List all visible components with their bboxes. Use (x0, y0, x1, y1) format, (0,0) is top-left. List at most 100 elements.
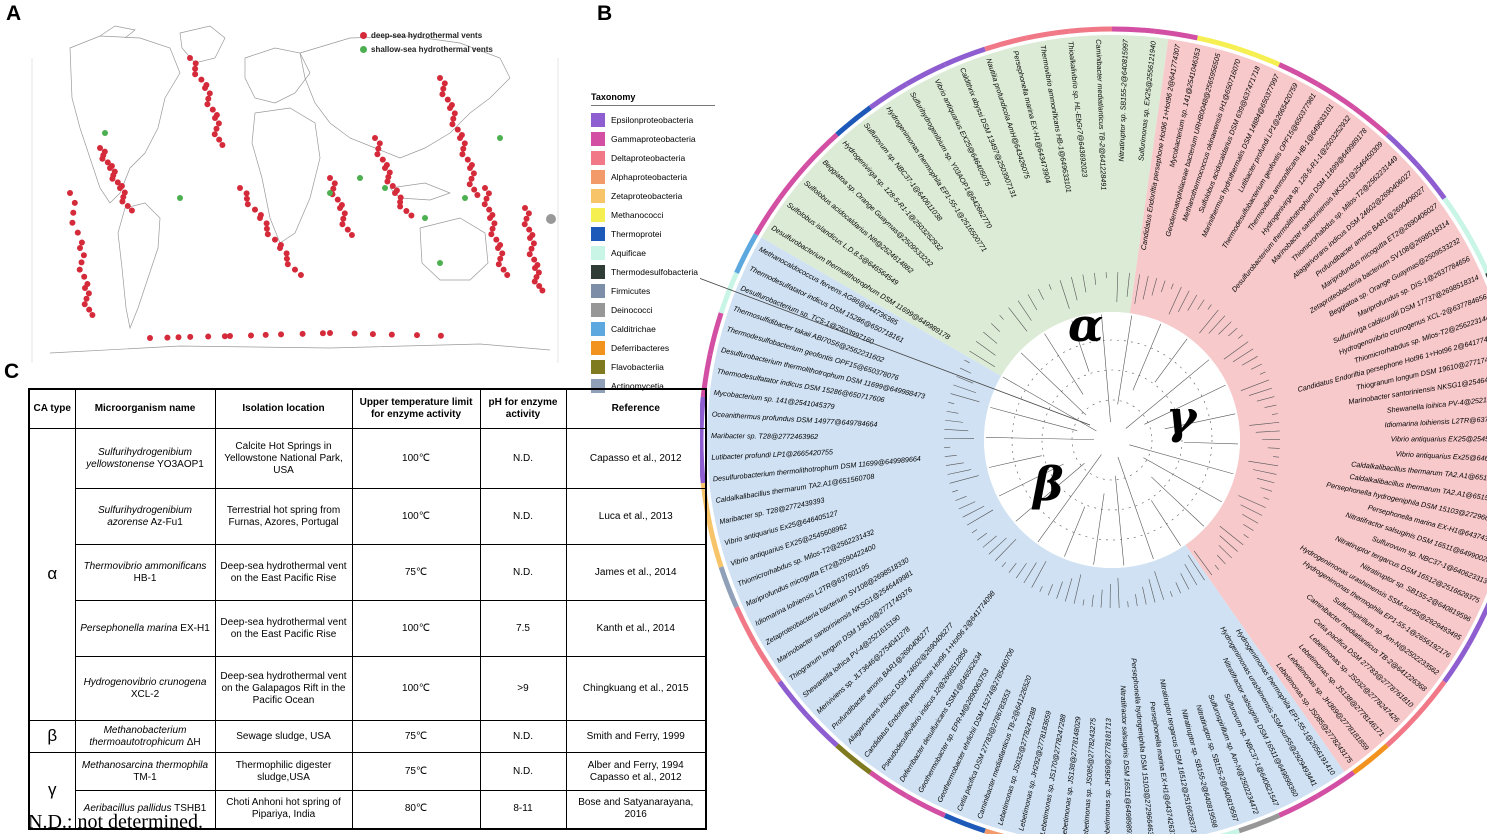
tree-branch (1193, 550, 1213, 576)
deep-vent-marker (384, 178, 391, 185)
deep-vent-marker (374, 151, 381, 158)
header-ph: pH for enzyme activity (479, 388, 567, 429)
taxonomy-ring-segment (707, 312, 724, 356)
taxonomy-ring-segment (734, 233, 759, 274)
tree-branch (1048, 284, 1052, 290)
deep-vent-marker (389, 183, 396, 189)
deep-vent-marker (243, 195, 250, 202)
taxonomy-label: Deferribacteres (611, 342, 670, 353)
tree-branch (1240, 379, 1270, 391)
table-footnote: N.D.: not determined. (28, 811, 203, 833)
tree-branch (1015, 563, 1027, 579)
deep-vent-marker (114, 179, 121, 186)
deep-vent-marker (441, 80, 448, 87)
deep-vent-marker (209, 106, 216, 113)
taxonomy-ring-segment (1385, 713, 1420, 748)
tree-branch (1208, 315, 1226, 334)
shallow-vent-marker (422, 215, 428, 221)
tree-branch (969, 350, 996, 368)
deep-vent-marker (386, 169, 393, 176)
tree-branch (1219, 535, 1238, 552)
taxonomy-swatch-icon (591, 188, 605, 203)
taxonomy-label: Zetaproteobacteria (611, 190, 683, 201)
microorganism-cell: Thermovibrio ammonificans HB-1 (74, 544, 216, 601)
taxonomy-label: Thermodesulfobacteria (611, 266, 698, 277)
taxonomy-swatch-icon (591, 321, 605, 336)
deep-vent-marker (451, 110, 458, 117)
deep-vent-marker (99, 155, 106, 162)
taxonomy-ring-segment (1219, 828, 1240, 834)
deep-vent-marker (205, 333, 212, 340)
deep-vent-marker (440, 85, 447, 92)
ph-cell: >9 (479, 656, 567, 721)
tree-inner-branch (988, 455, 1042, 468)
deep-vent-marker (82, 285, 88, 291)
deep-vent-marker (117, 185, 123, 191)
tree-branch (1218, 545, 1232, 559)
deep-vent-marker (327, 175, 333, 181)
deep-vent-marker (488, 231, 495, 238)
tree-branch (1170, 283, 1174, 290)
deep-vent-marker (291, 266, 298, 273)
shallow-vent-marker (177, 195, 183, 201)
tree-branch (1126, 272, 1130, 297)
tree-branch (1255, 430, 1280, 433)
tree-branch (1214, 564, 1220, 570)
tree-branch (1187, 554, 1205, 581)
deep-vent-marker (535, 269, 542, 276)
tree-branch (1161, 280, 1166, 293)
temperature-cell: 75℃ (351, 544, 481, 601)
tree-inner-branch (1117, 315, 1133, 405)
tree-branch (967, 509, 994, 526)
deep-vent-marker (237, 185, 243, 191)
deep-vent-marker (74, 229, 81, 236)
taxonomy-ring-segment (718, 271, 739, 314)
clade-gamma-label: γ (1166, 390, 1199, 444)
taxonomy-ring-segment (1352, 105, 1389, 137)
tree-branch (948, 402, 955, 404)
tree-inner-branch (1129, 444, 1234, 475)
deep-vent-marker (437, 332, 444, 339)
taxonomy-swatch-icon (591, 112, 605, 127)
deep-vent-marker (337, 205, 343, 211)
tree-branch (975, 341, 996, 356)
taxonomy-item: Epsilonproteobacteria (591, 110, 715, 129)
map-legend-shallow-label: shallow-sea hydrothermal vents (371, 45, 493, 54)
tree-branch (1175, 582, 1182, 594)
deep-vent-marker (460, 145, 467, 152)
deep-vent-marker (107, 165, 113, 171)
deep-vent-marker (271, 236, 278, 243)
taxonomy-label: Thermoprotei (611, 228, 662, 239)
taxonomy-ring-segment (1238, 46, 1281, 67)
shallow-vent-marker (102, 130, 108, 136)
tree-branch (1047, 584, 1053, 596)
header-reference: Reference (565, 388, 707, 429)
taxonomy-ring-segment (753, 196, 782, 236)
panel-label-a: A (6, 2, 22, 25)
tree-branch (1151, 277, 1158, 296)
deep-vent-marker (495, 245, 501, 251)
tree-inner-branch (1020, 352, 1087, 416)
tree-inner-branch (1071, 320, 1090, 372)
deep-vent-marker (372, 135, 378, 141)
ph-cell: N.D. (479, 720, 567, 753)
deep-vent-marker (499, 250, 506, 257)
microorganism-cell: Hydrogenovibrio crunogena XCL-2 (74, 656, 216, 721)
clade-beta-label: β (1031, 457, 1064, 511)
reference-cell: Alber and Ferry, 1994 Capasso et al., 20… (565, 752, 707, 791)
tree-leaf-label: Maribacter sp. T28@2772463962 (711, 431, 818, 441)
microorganism-cell: Aeribacillus pallidus TSHB1 (74, 790, 216, 829)
taxonomy-ring-segment (984, 35, 1028, 52)
tree-branch (1256, 396, 1275, 402)
deep-vent-marker (375, 145, 382, 152)
world-map-drawing (31, 25, 559, 363)
tree-branch (1184, 564, 1198, 586)
deep-vent-marker (461, 140, 468, 147)
shallow-vent-marker (497, 135, 503, 141)
tree-branch (990, 323, 1000, 332)
tree-branch (1071, 276, 1078, 301)
